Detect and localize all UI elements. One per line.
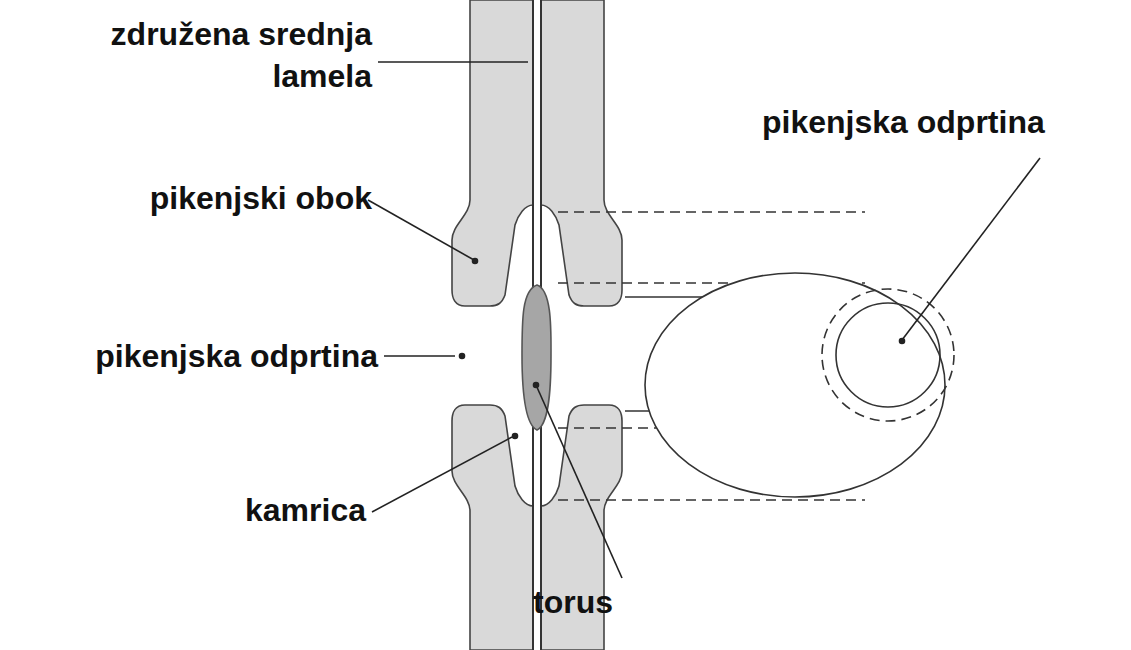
pit-border-label: pikenjski obok [150, 178, 372, 220]
torus-label: torus [533, 582, 613, 624]
face-view [645, 273, 954, 497]
cell-walls [452, 0, 622, 650]
pit-aperture-label: pikenjska odprtina [762, 102, 1045, 144]
pit-border [541, 0, 622, 306]
pit-border [452, 405, 533, 650]
pit-aperture-label: pikenjska odprtina [95, 336, 378, 378]
pit-border [452, 0, 533, 306]
lamella-label: združena srednja lamela [27, 14, 372, 97]
chamber-label: kamrica [245, 490, 366, 532]
